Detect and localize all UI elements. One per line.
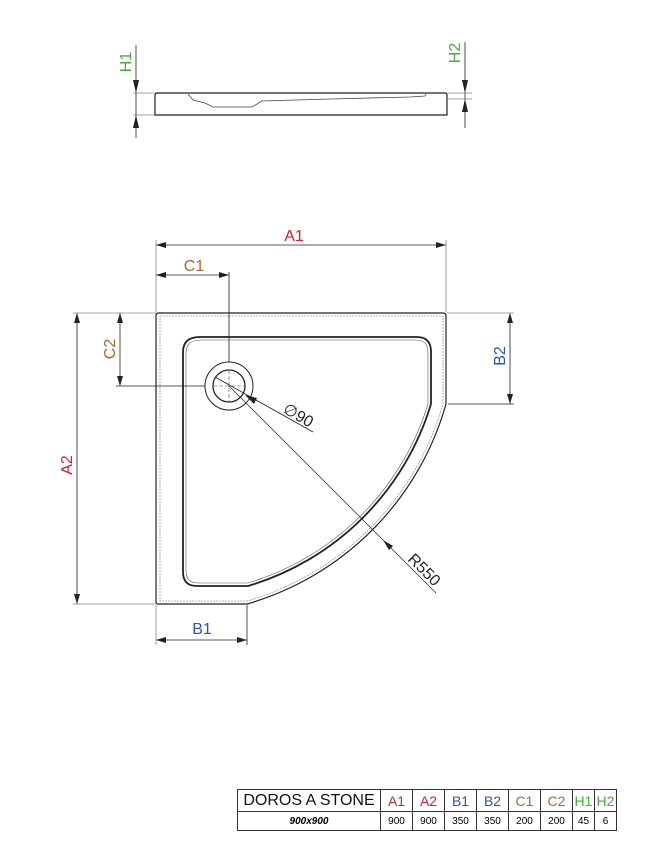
top-view — [155, 312, 447, 605]
label-radius: R550 — [404, 551, 443, 590]
val-h2: 6 — [594, 811, 617, 831]
col-a2: A2 — [412, 789, 445, 812]
val-b2: 350 — [476, 811, 509, 831]
val-a1: 900 — [380, 811, 413, 831]
table-header-row: DOROS A STONE A1 A2 B1 B2 C1 C2 H1 H2 — [237, 789, 617, 812]
label-a1: A1 — [284, 228, 304, 245]
col-h2: H2 — [594, 789, 617, 812]
col-b2: B2 — [476, 789, 509, 812]
label-c1: C1 — [184, 258, 205, 275]
label-a2: A2 — [59, 455, 76, 475]
dimensions — [73, 240, 514, 645]
product-name: DOROS A STONE — [237, 789, 381, 812]
label-h1: H1 — [118, 52, 135, 73]
col-c1: C1 — [508, 789, 541, 812]
val-a2: 900 — [412, 811, 445, 831]
spec-table: DOROS A STONE A1 A2 B1 B2 C1 C2 H1 H2 90… — [237, 789, 617, 831]
label-c2: C2 — [102, 339, 119, 360]
label-b2: B2 — [492, 346, 509, 366]
model-size: 900x900 — [237, 811, 381, 831]
label-b1: B1 — [192, 621, 212, 638]
val-b1: 350 — [444, 811, 477, 831]
label-drain-diameter: ∅90 — [280, 401, 316, 432]
col-b1: B1 — [444, 789, 477, 812]
val-h1: 45 — [572, 811, 595, 831]
col-a1: A1 — [380, 789, 413, 812]
val-c1: 200 — [508, 811, 541, 831]
side-view — [133, 42, 472, 138]
col-c2: C2 — [540, 789, 573, 812]
val-c2: 200 — [540, 811, 573, 831]
table-row: 900x900 900 900 350 350 200 200 45 6 — [237, 811, 617, 831]
label-h2: H2 — [447, 43, 464, 64]
col-h1: H1 — [572, 789, 595, 812]
